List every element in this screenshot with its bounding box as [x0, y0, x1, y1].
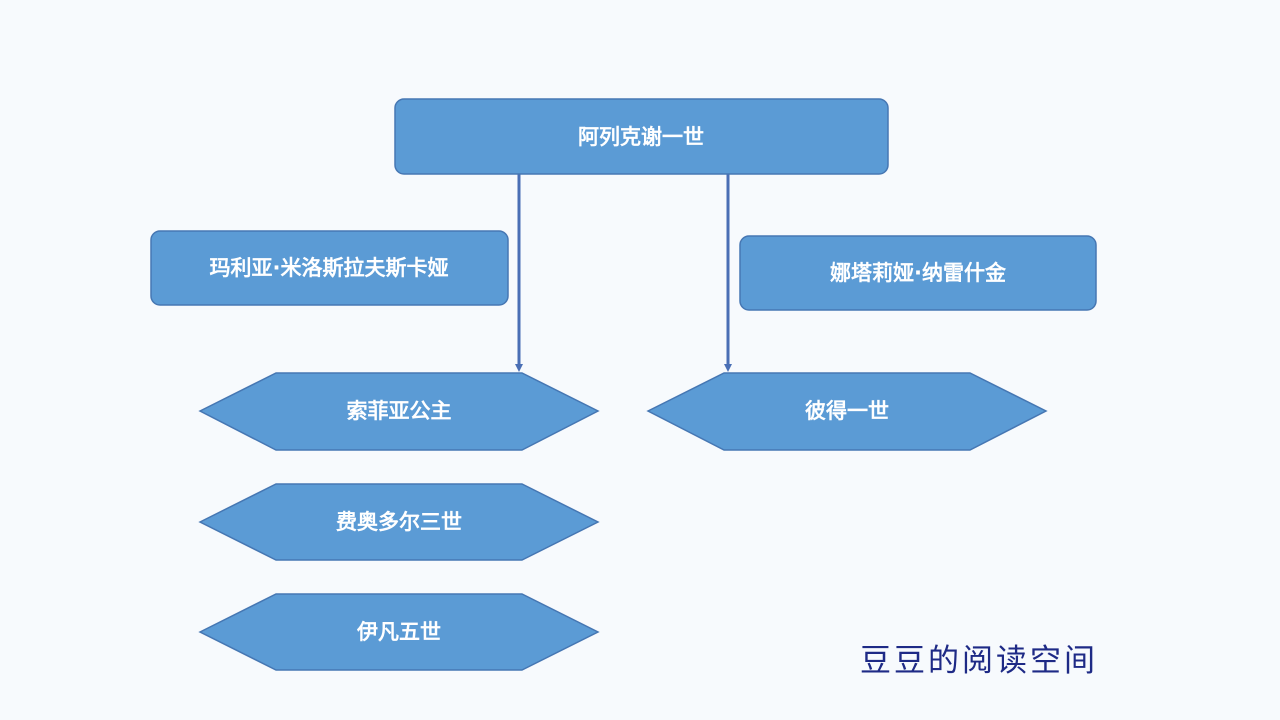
child-label: 索菲亚公主 — [347, 399, 452, 423]
root-node: 阿列克谢一世 — [394, 98, 889, 175]
spouse-node-natalia: 娜塔莉娅·纳雷什金 — [739, 235, 1097, 311]
child-label: 彼得一世 — [805, 399, 889, 423]
child-node-ivan: 伊凡五世 — [198, 593, 600, 671]
connector-left — [515, 174, 523, 372]
root-label: 阿列克谢一世 — [578, 125, 704, 149]
child-label: 费奥多尔三世 — [336, 510, 462, 534]
connector-right — [724, 174, 732, 372]
child-node-feodor: 费奥多尔三世 — [198, 483, 600, 561]
child-node-peter: 彼得一世 — [646, 372, 1048, 451]
spouse-node-maria: 玛利亚·米洛斯拉夫斯卡娅 — [150, 230, 509, 306]
child-node-sophia: 索菲亚公主 — [198, 372, 600, 451]
spouse-label: 玛利亚·米洛斯拉夫斯卡娅 — [210, 256, 449, 280]
child-label: 伊凡五世 — [356, 620, 441, 644]
watermark-text: 豆豆的阅读空间 — [860, 643, 1098, 679]
spouse-label: 娜塔莉娅·纳雷什金 — [830, 261, 1007, 285]
